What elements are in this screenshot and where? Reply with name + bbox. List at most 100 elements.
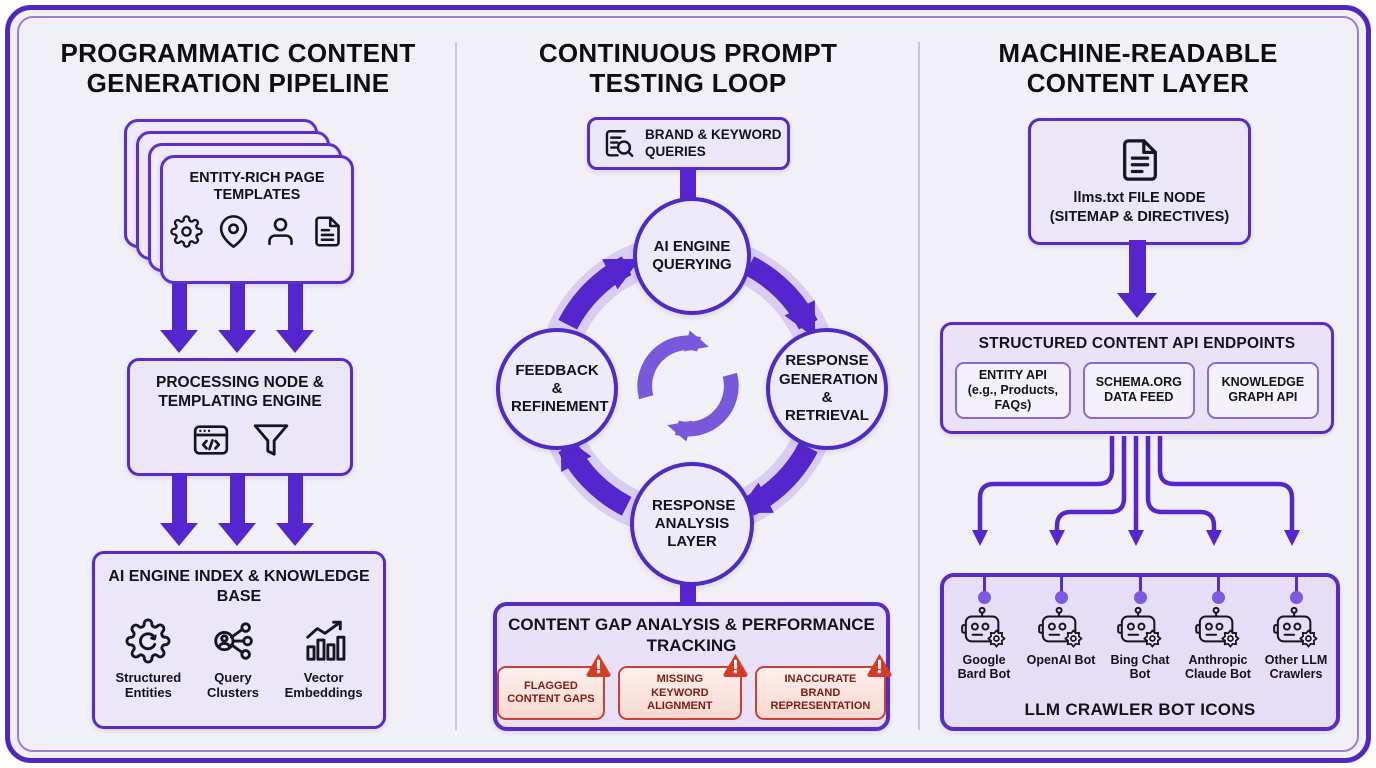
bot-connector-dot xyxy=(1133,591,1147,604)
bot-column-other-llm: Other LLM Crawlers xyxy=(1253,577,1339,682)
api-endpoints-box: STRUCTURED CONTENT API ENDPOINTS ENTITY … xyxy=(940,322,1334,434)
robot-icon xyxy=(1036,606,1086,650)
down-arrow xyxy=(218,280,256,353)
robot-icon xyxy=(1193,606,1243,650)
fanout-connectors xyxy=(972,436,1300,546)
bot-label: Other LLM Crawlers xyxy=(1264,653,1328,682)
processing-icon-row xyxy=(130,420,350,460)
index-item: Query Clusters xyxy=(198,618,268,701)
loop-node-response-generation: RESPONSE GENERATION & RETRIEVAL xyxy=(766,328,888,450)
center-panel-title: CONTINUOUS PROMPT TESTING LOOP xyxy=(538,38,838,99)
index-item: Structured Entities xyxy=(107,618,189,701)
bot-column-bing-chat: Bing Chat Bot xyxy=(1097,577,1183,682)
panel-divider-right xyxy=(918,42,920,730)
gap-analysis-title: CONTENT GAP ANALYSIS & PERFORMANCE TRACK… xyxy=(508,615,875,655)
templates-card: ENTITY-RICH PAGE TEMPLATES xyxy=(160,155,354,284)
bot-connector-stub xyxy=(1216,577,1220,592)
bot-label: OpenAI Bot xyxy=(1026,653,1096,667)
bot-column-openai: OpenAI Bot xyxy=(1018,577,1104,667)
api-chip-label: SCHEMA.ORG DATA FEED xyxy=(1095,375,1182,405)
bots-box-caption: LLM CRAWLER BOT ICONS xyxy=(1024,700,1256,719)
index-item-label: Structured Entities xyxy=(115,670,182,701)
robot-icon xyxy=(1115,606,1165,650)
document-search-icon xyxy=(602,127,636,161)
llms-txt-box: llms.txt FILE NODE (SITEMAP & DIRECTIVES… xyxy=(1028,118,1251,245)
down-arrow xyxy=(218,473,256,546)
connector-rod-top xyxy=(680,168,696,202)
loop-node-ai-engine-querying: AI ENGINE QUERYING xyxy=(633,197,751,315)
down-arrow xyxy=(276,473,314,546)
robot-icon xyxy=(959,606,1009,650)
down-arrow xyxy=(276,280,314,353)
loop-node-label: RESPONSE GENERATION & RETRIEVAL xyxy=(779,352,878,425)
left-panel-title: PROGRAMMATIC CONTENT GENERATION PIPELINE xyxy=(60,38,416,99)
bot-connector-dot xyxy=(977,591,991,604)
index-box-title: AI ENGINE INDEX & KNOWLEDGE BASE xyxy=(108,568,370,605)
api-endpoints-title: STRUCTURED CONTENT API ENDPOINTS xyxy=(978,335,1296,352)
bot-connector-dot xyxy=(1211,591,1225,604)
gear-icon xyxy=(170,215,203,248)
location-pin-icon xyxy=(217,214,250,248)
warning-triangle-icon xyxy=(866,651,893,678)
code-window-icon xyxy=(190,420,232,460)
index-item-label: Vector Embeddings xyxy=(284,670,363,701)
gear-sync-icon xyxy=(125,618,171,664)
api-chip-label: ENTITY API (e.g., Products, FAQs) xyxy=(967,367,1058,412)
bot-connector-stub xyxy=(1294,577,1298,592)
loop-node-label: RESPONSE ANALYSIS LAYER xyxy=(652,496,736,551)
loop-node-response-analysis: RESPONSE ANALYSIS LAYER xyxy=(630,462,754,586)
index-item-label: Query Clusters xyxy=(206,670,259,701)
document-icon xyxy=(311,215,344,248)
api-chip-entity: ENTITY API (e.g., Products, FAQs) xyxy=(955,361,1071,419)
cycle-arrows-icon xyxy=(637,330,739,442)
alert-chip-label: INACCURATE BRAND REPRESENTATION xyxy=(770,673,871,712)
bot-column-google-bard: Google Bard Bot xyxy=(941,577,1027,682)
query-cluster-icon xyxy=(210,618,256,664)
bot-connector-dot xyxy=(1054,591,1068,604)
index-item: Vector Embeddings xyxy=(277,618,371,701)
right-panel-title: MACHINE-READABLE CONTENT LAYER xyxy=(998,38,1278,99)
down-arrow xyxy=(1117,240,1157,318)
document-icon xyxy=(1117,137,1163,183)
processing-box: PROCESSING NODE & TEMPLATING ENGINE xyxy=(127,358,353,476)
bot-connector-stub xyxy=(982,577,986,592)
api-chip-schema: SCHEMA.ORG DATA FEED xyxy=(1082,361,1195,419)
alert-chip: MISSING KEYWORD ALIGNMENT xyxy=(617,654,748,721)
api-chip-knowledge: KNOWLEDGE GRAPH API xyxy=(1206,361,1319,419)
gap-analysis-box: CONTENT GAP ANALYSIS & PERFORMANCE TRACK… xyxy=(493,602,892,731)
queries-box: BRAND & KEYWORD QUERIES xyxy=(587,117,790,170)
templates-card-title: ENTITY-RICH PAGE TEMPLATES xyxy=(189,170,325,204)
robot-icon xyxy=(1271,606,1321,650)
crawler-bots-box: Google Bard Bot OpenAI Bot xyxy=(940,573,1340,731)
index-box: AI ENGINE INDEX & KNOWLEDGE BASE Structu… xyxy=(92,551,386,729)
alert-chip-label: FLAGGED CONTENT GAPS xyxy=(507,680,595,706)
person-icon xyxy=(264,215,297,248)
vector-chart-icon xyxy=(301,618,347,664)
alert-chip-label: MISSING KEYWORD ALIGNMENT xyxy=(647,673,713,712)
down-arrow xyxy=(160,280,198,353)
alert-chip: INACCURATE BRAND REPRESENTATION xyxy=(754,654,892,721)
bot-label: Google Bard Bot xyxy=(957,653,1011,682)
loop-node-label: FEEDBACK & REFINEMENT xyxy=(511,361,609,416)
bot-connector-dot xyxy=(1289,591,1303,604)
bot-label: Bing Chat Bot xyxy=(1110,653,1170,682)
templates-icon-row xyxy=(163,214,351,248)
down-arrow xyxy=(160,473,198,546)
llms-txt-label: llms.txt FILE NODE (SITEMAP & DIRECTIVES… xyxy=(1049,190,1230,225)
bot-connector-stub xyxy=(1059,577,1063,592)
index-items-row: Structured Entities Query Clusters xyxy=(95,618,383,701)
loop-node-label: AI ENGINE QUERYING xyxy=(652,237,732,273)
api-chip-label: KNOWLEDGE GRAPH API xyxy=(1221,375,1305,405)
bot-label: Anthropic Claude Bot xyxy=(1185,653,1251,682)
alert-chip: FLAGGED CONTENT GAPS xyxy=(497,654,611,721)
queries-box-label: BRAND & KEYWORD QUERIES xyxy=(645,127,782,159)
warning-triangle-icon xyxy=(722,651,749,678)
warning-triangle-icon xyxy=(585,651,612,678)
bot-column-anthropic-claude: Anthropic Claude Bot xyxy=(1175,577,1261,682)
inner-frame xyxy=(17,16,1359,752)
panel-divider-left xyxy=(455,42,457,730)
processing-box-title: PROCESSING NODE & TEMPLATING ENGINE xyxy=(156,374,324,410)
funnel-icon xyxy=(252,421,290,459)
alert-chip-row: FLAGGED CONTENT GAPS MISSING KEYWORD ALI… xyxy=(497,654,892,721)
